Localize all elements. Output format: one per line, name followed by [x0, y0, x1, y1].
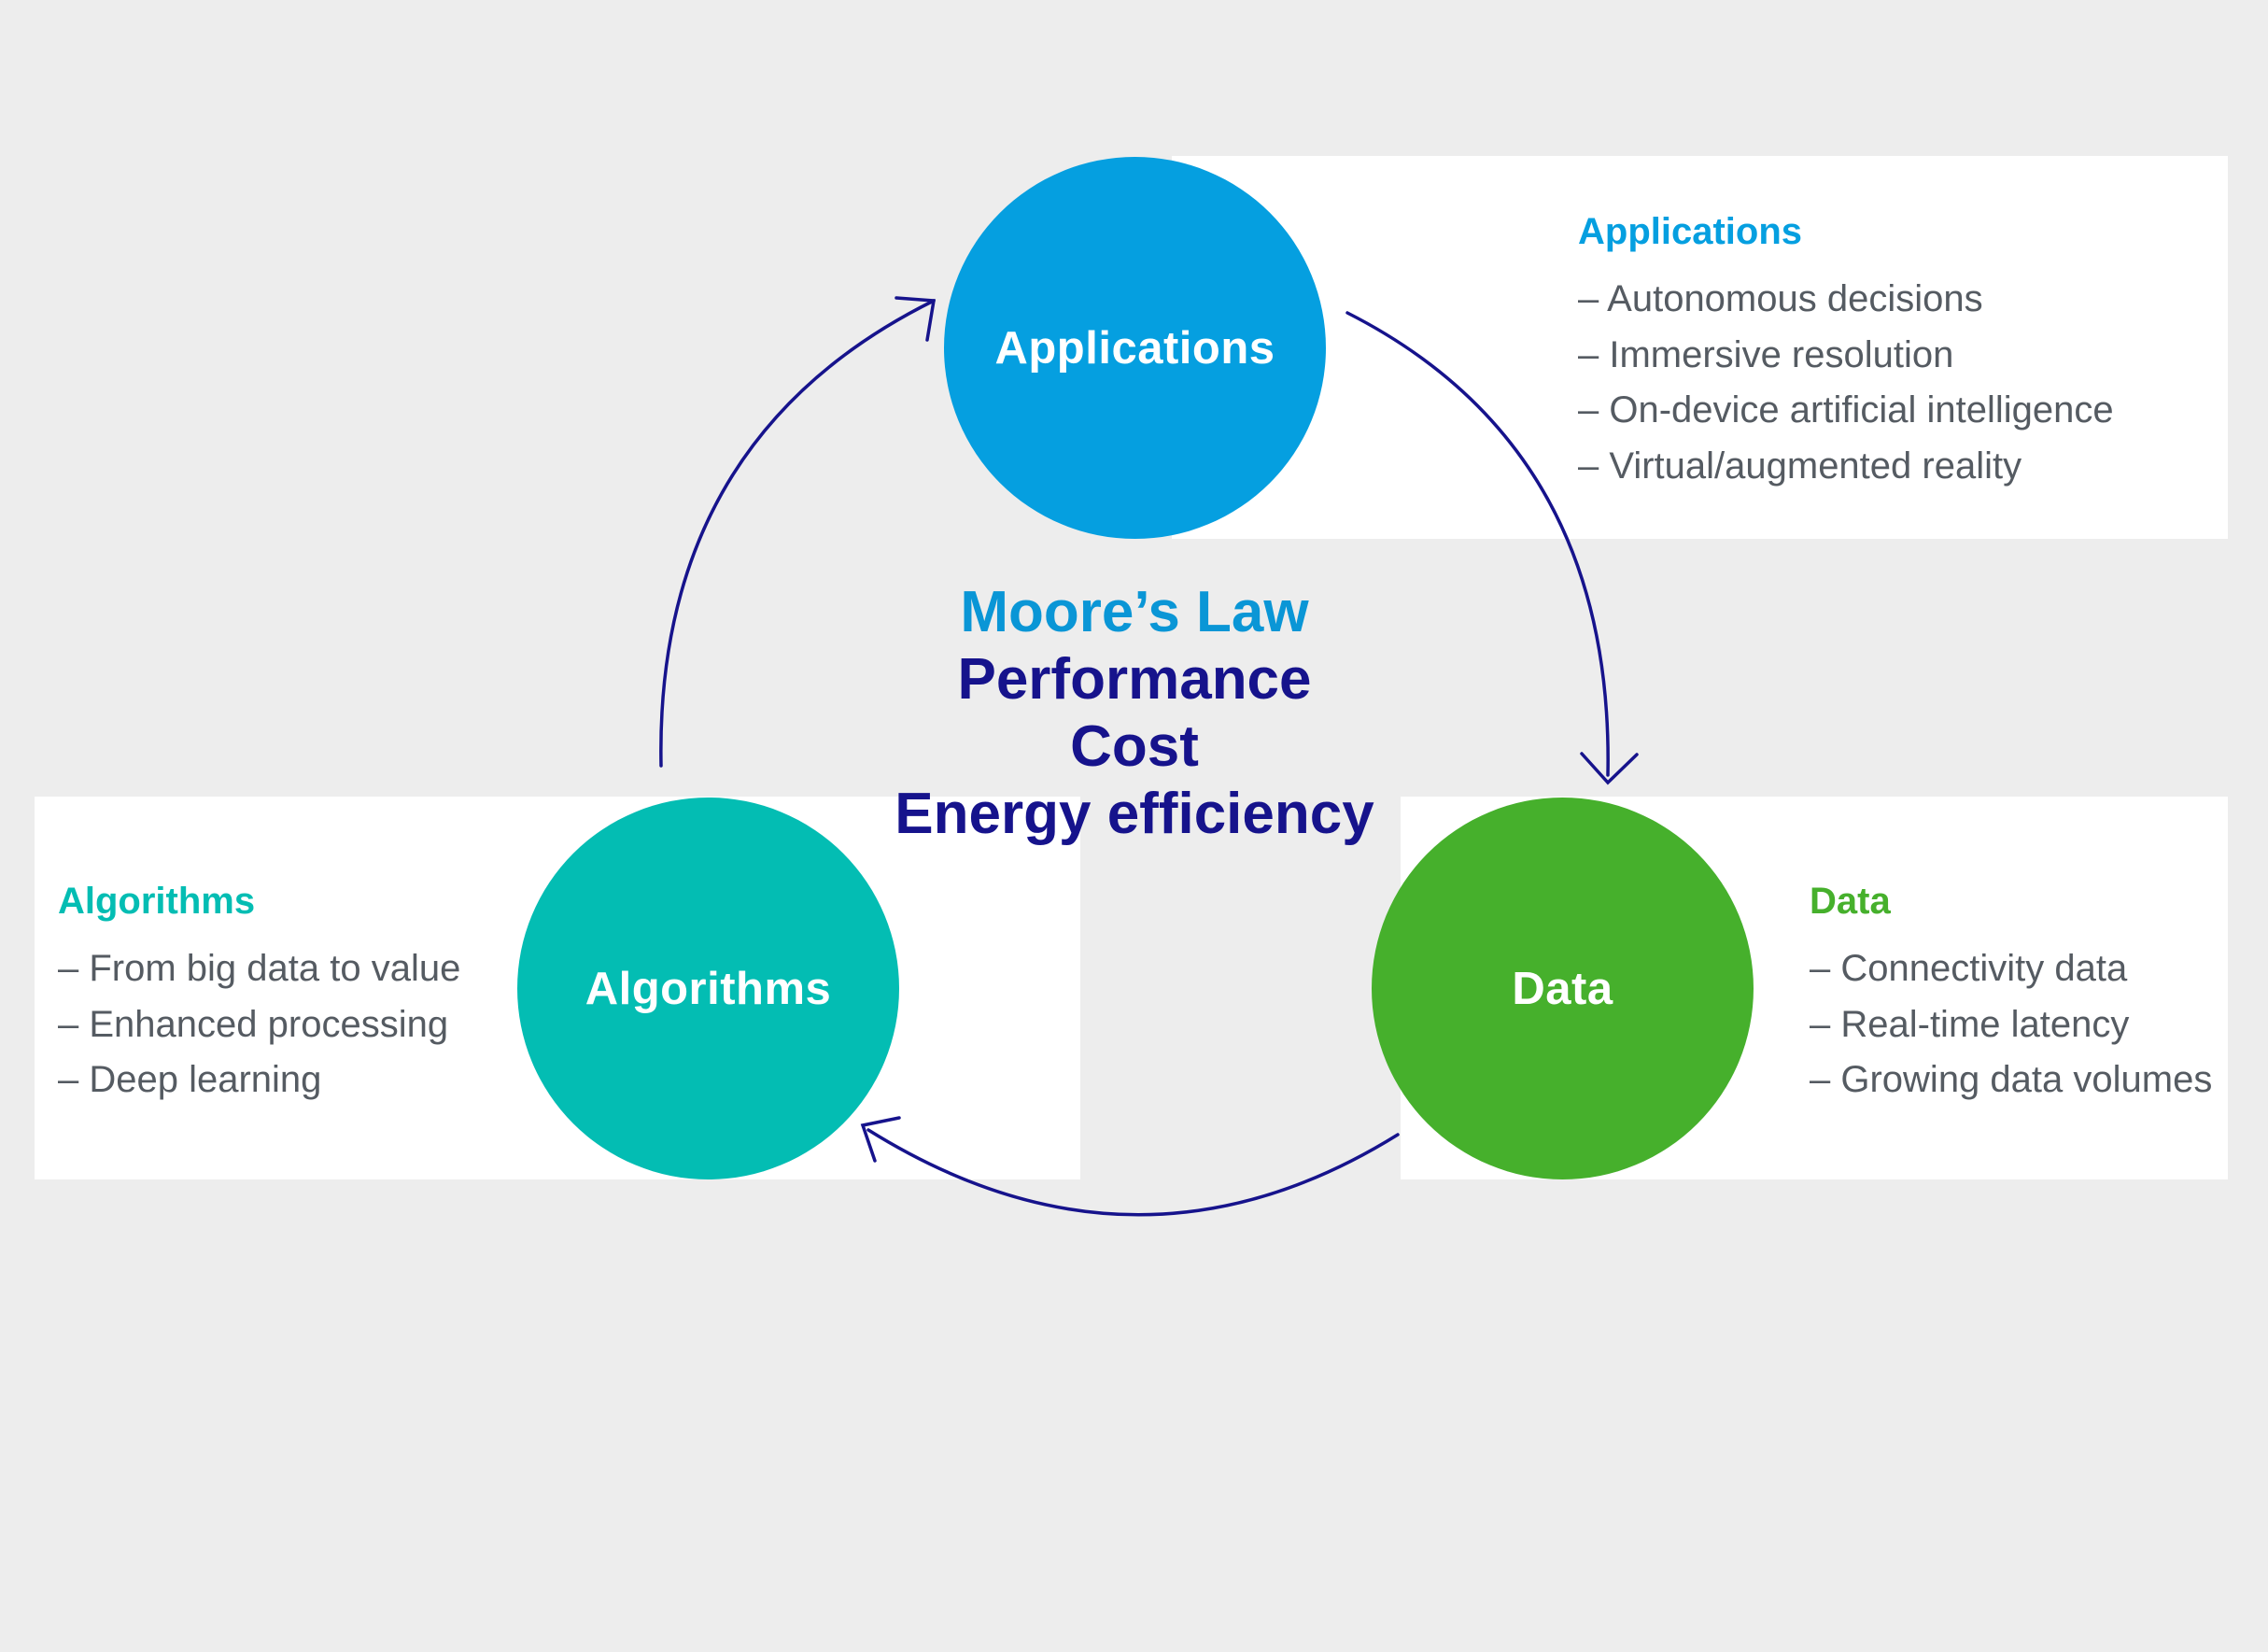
data-info: Data – Connectivity data – Real-time lat… — [1810, 878, 2212, 1108]
list-item: – On-device artificial intelligence — [1578, 389, 2114, 431]
algorithms-info: Algorithms – From big data to value – En… — [58, 878, 460, 1108]
list-item: – Autonomous decisions — [1578, 278, 1983, 319]
list-item: – Growing data volumes — [1810, 1059, 2213, 1100]
center-line-cost: Cost — [1070, 714, 1199, 779]
list-item: – Enhanced processing — [58, 1003, 449, 1045]
algorithms-info-title: Algorithms — [58, 881, 256, 922]
data-info-title: Data — [1810, 881, 1891, 922]
list-item: – Connectivity data — [1810, 948, 2128, 989]
data-node-label: Data — [1512, 963, 1613, 1014]
arrowhead-applications — [895, 296, 937, 342]
data-info-list: – Connectivity data – Real-time latency … — [1810, 941, 2212, 1108]
arrow-applications-to-data — [1345, 311, 1610, 777]
arrow-algorithms-to-applications — [659, 299, 936, 768]
center-title: Moore’s Law — [960, 580, 1309, 644]
list-item: – Real-time latency — [1810, 1003, 2130, 1045]
applications-info-title: Applications — [1578, 211, 1803, 252]
arrowhead-data — [1580, 752, 1639, 785]
applications-info: Applications – Autonomous decisions – Im… — [1578, 208, 2114, 494]
list-item: – Deep learning — [58, 1059, 322, 1100]
list-item: – Immersive resolution — [1578, 333, 1954, 375]
arrowhead-algorithms — [860, 1116, 901, 1163]
algorithms-info-list: – From big data to value – Enhanced proc… — [58, 941, 460, 1108]
center-title-block: Moore’s Law Performance Cost Energy effi… — [808, 579, 1461, 848]
list-item: – From big data to value — [58, 948, 461, 989]
algorithms-node: Algorithms — [517, 798, 899, 1179]
center-line-performance: Performance — [957, 647, 1312, 712]
algorithms-node-label: Algorithms — [585, 963, 832, 1014]
arrow-data-to-algorithms — [866, 1128, 1400, 1217]
center-line-energy-efficiency: Energy efficiency — [895, 782, 1374, 846]
applications-panel — [1172, 156, 2228, 539]
applications-node-label: Applications — [994, 322, 1275, 374]
applications-node: Applications — [944, 157, 1326, 539]
data-node: Data — [1372, 798, 1754, 1179]
list-item: – Virtual/augmented reality — [1578, 445, 2022, 487]
applications-info-list: – Autonomous decisions – Immersive resol… — [1578, 272, 2114, 494]
